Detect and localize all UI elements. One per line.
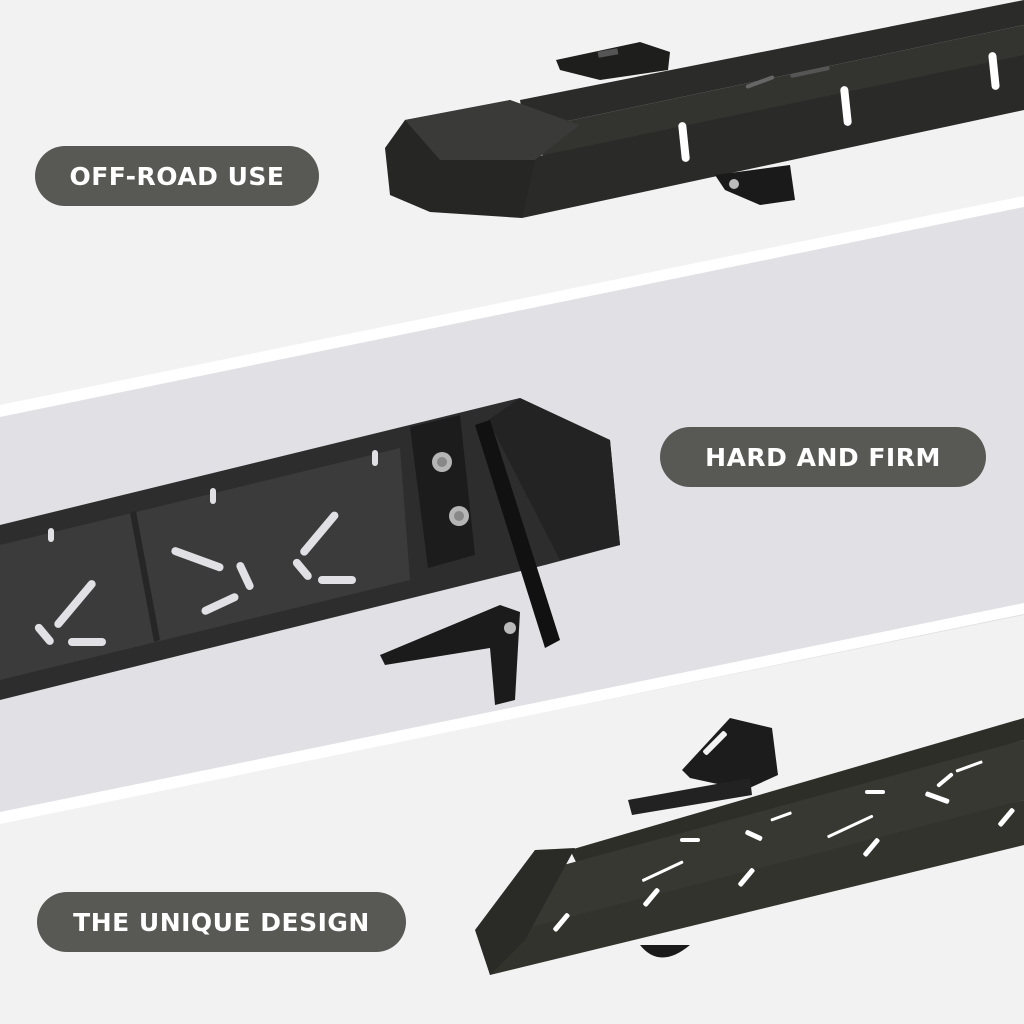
product-image-middle bbox=[0, 398, 620, 705]
feature-label-text: OFF-ROAD USE bbox=[69, 161, 285, 191]
feature-label-hard-and-firm: HARD AND FIRM bbox=[660, 427, 986, 487]
feature-label-off-road-use: OFF-ROAD USE bbox=[35, 146, 319, 206]
feature-label-unique-design: THE UNIQUE DESIGN bbox=[37, 892, 406, 952]
product-image-top bbox=[385, 0, 1024, 218]
product-image-bottom bbox=[475, 718, 1024, 975]
divider-stripe-bottom bbox=[0, 603, 1024, 824]
feature-label-text: HARD AND FIRM bbox=[705, 442, 941, 472]
divider-stripe-top bbox=[0, 196, 1024, 417]
feature-label-text: THE UNIQUE DESIGN bbox=[73, 907, 370, 937]
